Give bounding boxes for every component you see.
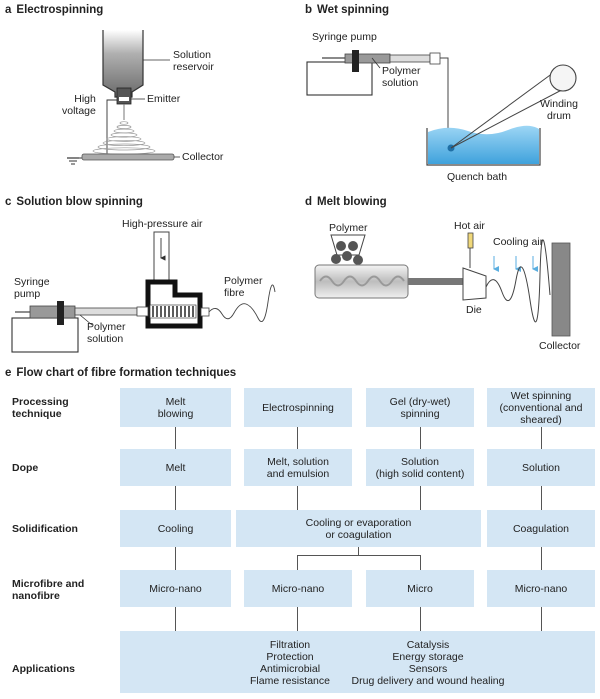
- label-syringe-pump: Syringe pump: [312, 31, 377, 43]
- panel-title-text: Wet spinning: [317, 4, 390, 16]
- syringe-clamp: [352, 50, 359, 72]
- label-polymer-solution: Polymer solution: [87, 321, 126, 345]
- row-label-microfibre: Microfibre and nanofibre: [12, 578, 85, 602]
- box-fibre-melt: Micro-nano: [120, 570, 231, 607]
- winding-drum: [549, 64, 577, 92]
- box-applications: Filtration Protection Antimicrobial Flam…: [120, 631, 595, 693]
- blow-nozzle: [145, 279, 203, 329]
- box-dope-electrospinning: Melt, solution and emulsion: [244, 449, 352, 486]
- label-solution-reservoir: Solution reservoir: [173, 49, 214, 73]
- solution-blow-spinning-diagram: [11, 231, 276, 353]
- panel-e-title: e Flow chart of fibre formation technique…: [5, 367, 236, 379]
- box-dope-wet: Solution: [487, 449, 595, 486]
- panel-title-text: Solution blow spinning: [16, 196, 143, 208]
- row-label-processing: Processing technique: [12, 396, 69, 420]
- collector-plate: [81, 153, 175, 161]
- panel-a-title: a Electrospinning: [5, 4, 103, 16]
- panel-b-title: b Wet spinning: [305, 4, 389, 16]
- panel-d-title: d Melt blowing: [305, 196, 387, 208]
- label-die: Die: [466, 304, 482, 316]
- quench-bath-water: [428, 125, 539, 164]
- box-processing-melt-blowing: Melt blowing: [120, 388, 231, 427]
- row-label-dope: Dope: [12, 462, 39, 474]
- label-high-pressure-air: High-pressure air: [122, 218, 203, 230]
- label-polymer-solution: Polymer solution: [382, 65, 421, 89]
- panel-title-text: Melt blowing: [317, 196, 387, 208]
- label-collector: Collector: [182, 151, 224, 163]
- row-label-applications: Applications: [12, 663, 76, 675]
- panel-title-text: Flow chart of fibre formation techniques: [16, 367, 237, 379]
- box-fibre-electrospinning: Micro-nano: [244, 570, 352, 607]
- box-fibre-gel: Micro: [366, 570, 474, 607]
- syringe-pump-box: [11, 317, 79, 353]
- label-polymer: Polymer: [329, 222, 368, 234]
- panel-c-title: c Solution blow spinning: [5, 196, 143, 208]
- emitter-nozzle: [116, 87, 132, 105]
- label-cooling-air: Cooling air: [493, 236, 544, 248]
- emitter-gap: [119, 97, 129, 101]
- label-collector: Collector: [539, 340, 581, 352]
- die: [462, 267, 487, 301]
- box-fibre-wet: Micro-nano: [487, 570, 595, 607]
- label-emitter: Emitter: [147, 93, 181, 105]
- syringe-barrel: [344, 53, 391, 64]
- extruder-barrel: [314, 264, 409, 299]
- box-processing-electrospinning: Electrospinning: [244, 388, 352, 427]
- box-processing-gel-spinning: Gel (dry-wet) spinning: [366, 388, 474, 427]
- setup-diagrams: [11, 30, 577, 353]
- label-quench-bath: Quench bath: [447, 171, 508, 183]
- melt-pipe: [408, 278, 464, 285]
- box-dope-melt: Melt: [120, 449, 231, 486]
- box-solidification-cooling: Cooling: [120, 510, 231, 547]
- electrospinning-diagram: [67, 30, 180, 165]
- panel-letter: a: [5, 4, 12, 16]
- label-syringe-pump: Syringe pump: [14, 276, 50, 300]
- panel-letter: b: [305, 4, 313, 16]
- label-hot-air: Hot air: [454, 220, 485, 232]
- label-winding-drum: Winding drum: [540, 98, 578, 122]
- panel-letter: c: [5, 196, 12, 208]
- applications-right-list: Catalysis Energy storage Sensors Drug de…: [351, 639, 505, 687]
- label-polymer-fibre: Polymer fibre: [224, 275, 263, 299]
- collector-panel: [551, 242, 571, 337]
- row-label-solidification: Solidification: [12, 523, 78, 535]
- syringe-pump-box: [306, 61, 373, 96]
- box-solidification-cooling-evaporation: Cooling or evaporation or coagulation: [236, 510, 481, 547]
- box-processing-wet-spinning: Wet spinning (conventional and sheared): [487, 388, 595, 427]
- label-high-voltage: High voltage: [62, 93, 96, 117]
- panel-title-text: Electrospinning: [16, 4, 104, 16]
- applications-left-list: Filtration Protection Antimicrobial Flam…: [250, 639, 330, 687]
- box-solidification-coagulation: Coagulation: [487, 510, 595, 547]
- solution-reservoir-shape: [102, 30, 144, 98]
- panel-letter: d: [305, 196, 313, 208]
- wet-spinning-diagram: [306, 50, 577, 166]
- box-dope-gel: Solution (high solid content): [366, 449, 474, 486]
- panel-letter: e: [5, 367, 12, 379]
- melt-blowing-diagram: [314, 232, 571, 337]
